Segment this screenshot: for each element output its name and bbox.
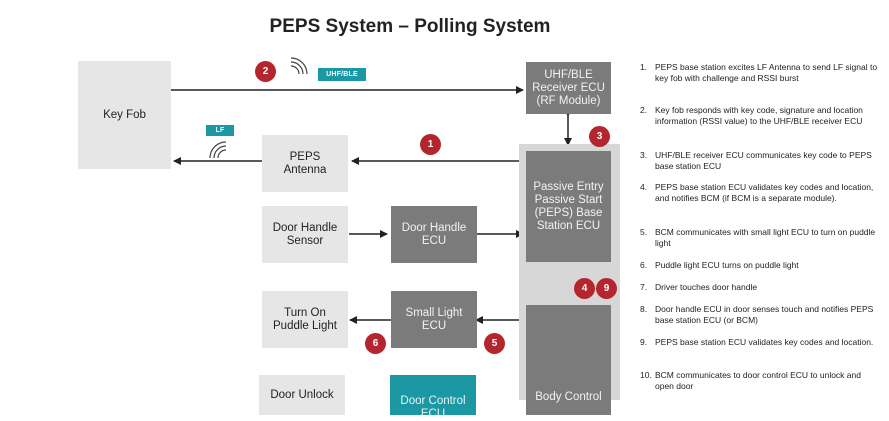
step-item: 5.BCM communicates with small light ECU …: [640, 227, 876, 248]
step-item: 2.Key fob responds with key code, signat…: [640, 105, 863, 126]
small-light-ecu-box: Small Light ECU: [391, 291, 477, 348]
uhf-ble-tag: UHF/BLE: [318, 68, 366, 81]
step-item: 8.Door handle ECU in door senses touch a…: [640, 304, 874, 325]
step-item: 1.PEPS base station excites LF Antenna t…: [640, 62, 878, 83]
step-item: 4.PEPS base station ECU validates key co…: [640, 182, 874, 203]
step-marker-3: 3: [589, 126, 610, 147]
step-item: 7.Driver touches door handle: [640, 282, 758, 292]
connector-lines: [171, 57, 572, 324]
step-marker-5: 5: [484, 333, 505, 354]
wireless-waves-icon-uhf: [290, 57, 308, 75]
step-marker-1: 1: [420, 134, 441, 155]
step-item: 3.UHF/BLE receiver ECU communicates key …: [640, 150, 872, 171]
body-control-box: Body Control: [526, 305, 611, 415]
step-item: 6.Puddle light ECU turns on puddle light: [640, 260, 799, 270]
door-control-ecu-box: Door Control ECU: [390, 375, 476, 420]
step-item: 9.PEPS base station ECU validates key co…: [640, 337, 874, 347]
door-handle-ecu-box: Door Handle ECU: [391, 206, 477, 263]
step-marker-2: 2: [255, 61, 276, 82]
wireless-waves-icon-lf: [209, 141, 227, 159]
door-unlock-box: Door Unlock: [259, 375, 345, 415]
step-item: 10.BCM communicates to door control ECU …: [640, 370, 861, 391]
page-title: PEPS System – Polling System: [269, 16, 551, 37]
turn-on-puddle-light-box: Turn On Puddle Light: [262, 291, 348, 348]
peps-base-station-box: Passive Entry Passive Start (PEPS) Base …: [526, 151, 611, 262]
uhf-ble-receiver-box: UHF/BLE Receiver ECU (RF Module): [526, 62, 611, 114]
step-marker-4: 4: [574, 278, 595, 299]
step-marker-6: 6: [365, 333, 386, 354]
door-handle-sensor-box: Door Handle Sensor: [262, 206, 348, 263]
peps-antenna-box: PEPS Antenna: [262, 135, 348, 192]
lf-tag: LF: [206, 125, 234, 136]
key-fob-box: Key Fob: [78, 61, 171, 169]
step-marker-9: 9: [596, 278, 617, 299]
